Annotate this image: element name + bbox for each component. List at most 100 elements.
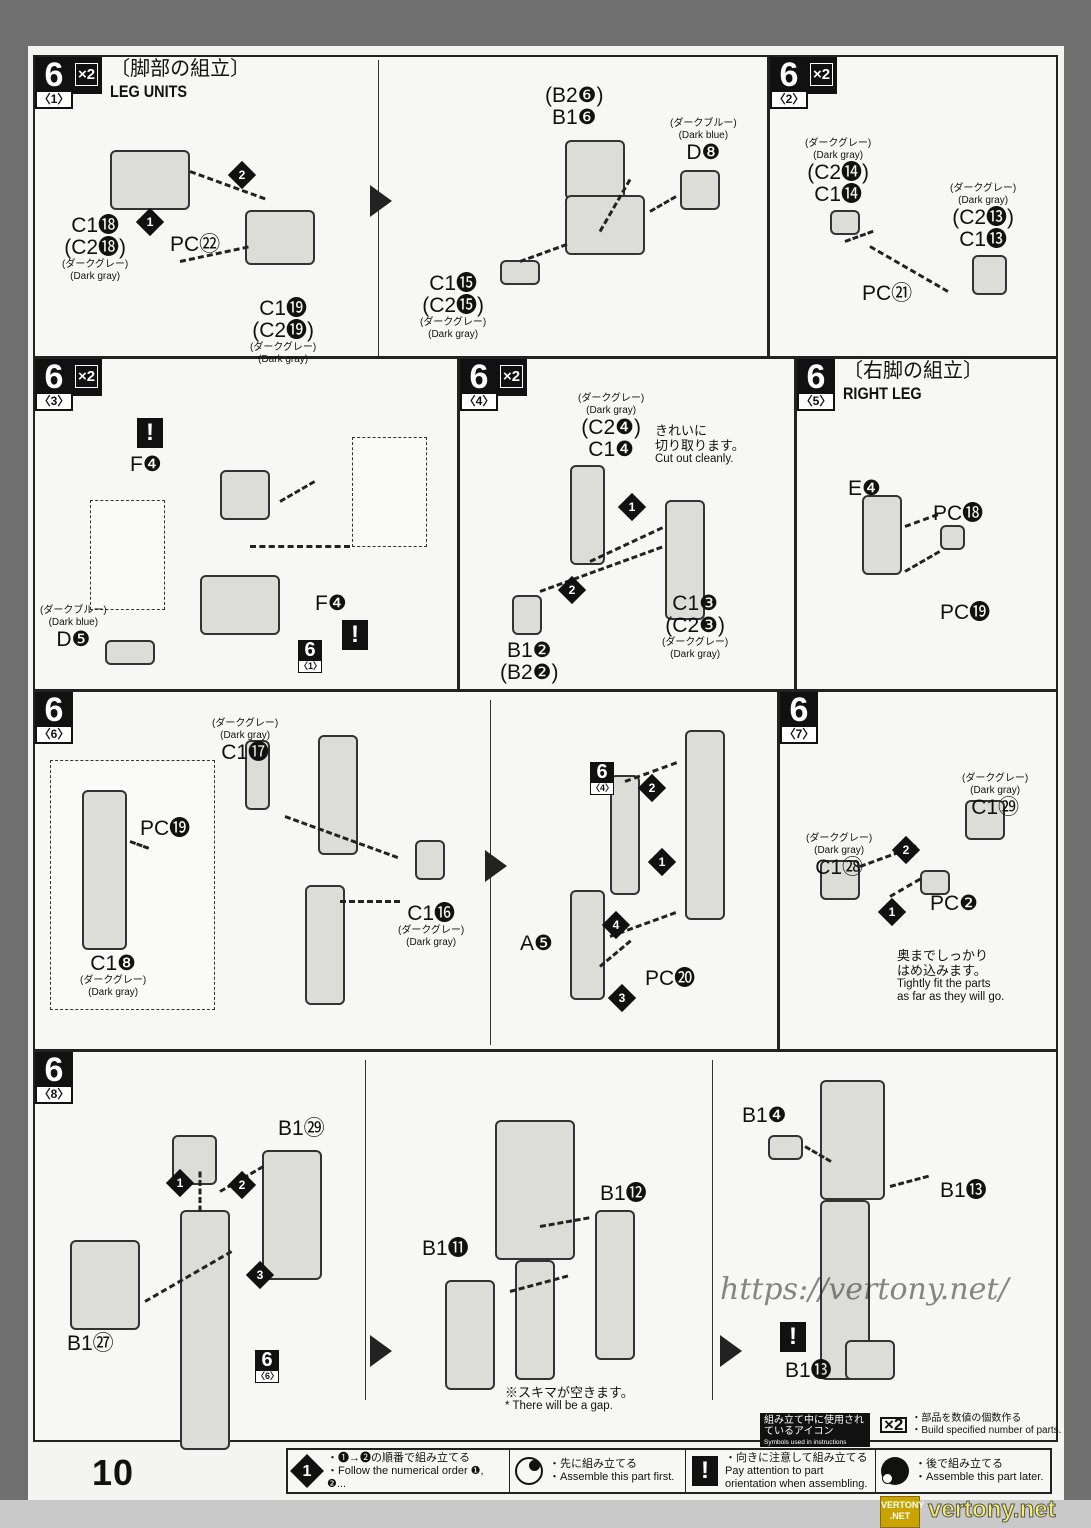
x2-en: ・Build specified number of parts.	[911, 1425, 1062, 1436]
label-subtext: (ダークグレー)	[80, 975, 147, 987]
model-part-illustration	[200, 575, 280, 635]
substep-number: 〈7〉	[781, 726, 817, 743]
next-stage-arrow-icon	[370, 1335, 392, 1367]
legend-en: ・Follow the numerical order ❶, ❷...	[327, 1464, 484, 1490]
label-text: D❽	[686, 141, 721, 164]
model-part-illustration	[318, 735, 358, 855]
label-text: B1❹	[742, 1104, 787, 1127]
part-label: B1❷(B2❷)	[500, 639, 559, 684]
step-order-marker: 3	[245, 1260, 275, 1290]
detail-callout	[352, 437, 427, 547]
legend-jp: ・❶→❷の順番で組み立てる	[327, 1451, 470, 1464]
legend-en: ・Assemble this part first.	[549, 1471, 675, 1483]
label-text: C1❽	[90, 952, 136, 975]
x2-badge: ×2	[73, 359, 103, 396]
step-header: 6〈1〉×2〔脚部の組立〕LEG UNITS	[35, 57, 250, 109]
label-text: PC⓳	[140, 817, 191, 840]
legend-assemble-later: ・後で組み立てる・Assemble this part later.	[876, 1450, 1050, 1492]
label-text: E❹	[848, 477, 881, 500]
model-part-illustration	[940, 525, 965, 550]
model-part-illustration	[845, 1340, 895, 1380]
label-subtext: Cut out cleanly.	[655, 453, 734, 465]
label-text: きれいに	[655, 423, 708, 438]
label-subtext: (ダークグレー)	[806, 833, 873, 844]
label-text: C1⓱	[221, 741, 270, 764]
label-text: B1㉗	[67, 1332, 114, 1355]
step-reference-badge: 6〈6〉	[255, 1349, 280, 1383]
detail-callout	[50, 760, 215, 1010]
section-title-en: LEG UNITS	[110, 82, 188, 101]
step-order-marker: 4	[601, 910, 631, 940]
label-text: A❺	[520, 932, 553, 955]
part-label: B1❹	[742, 1104, 787, 1127]
label-subtext: (Dark gray)	[670, 649, 721, 661]
step-number: 6〈2〉	[770, 57, 808, 109]
watermark-url: https://vertony.net/	[720, 1272, 1009, 1307]
x2-icon: ×2	[880, 1416, 908, 1433]
label-text: (C2⓯)	[422, 294, 485, 318]
label-text: (C2⓲)	[64, 236, 127, 260]
part-label: F❹	[315, 592, 347, 615]
label-subtext: (ダークグレー)	[950, 183, 1017, 194]
label-text: PC⓴	[645, 967, 696, 990]
substep-number: 〈6〉	[36, 726, 72, 743]
step-header: 6〈7〉	[780, 692, 818, 744]
label-subtext: (ダークブルー)	[670, 118, 737, 129]
step-header: 6〈3〉×2	[35, 359, 103, 411]
label-text: C1⓲	[71, 214, 120, 237]
model-part-illustration	[570, 465, 605, 565]
label-text: C1㉙	[971, 796, 1020, 819]
step-number: 6〈3〉	[35, 359, 73, 411]
part-label: B1㉗	[67, 1332, 114, 1355]
label-text: ※スキマが空きます。	[505, 1385, 634, 1400]
substep-number: 〈8〉	[36, 1086, 72, 1103]
label-subtext: (Dark blue)	[678, 130, 729, 141]
label-text: (C2❸)	[665, 614, 725, 638]
label-text: PC⓲	[933, 502, 984, 525]
label-subtext: (Dark gray)	[586, 405, 637, 416]
step-header: 6〈8〉	[35, 1052, 73, 1104]
step-number: 6〈1〉	[35, 57, 73, 109]
step-header: 6〈5〉〔右脚の組立〕RIGHT LEG	[797, 359, 983, 411]
assembly-arrow	[340, 900, 400, 903]
symbols-jp: 組み立て中に使用されているアイコン	[764, 1415, 864, 1437]
legend-jp: ・向きに注意して組み立てる	[725, 1451, 868, 1464]
label-subtext: (Dark gray)	[958, 195, 1009, 206]
part-label: C1⓯(C2⓯)(ダークグレー)(Dark gray)	[420, 272, 486, 341]
part-label: (ダークブルー)(Dark blue)D❺	[40, 605, 107, 651]
label-subtext: (ダークグレー)	[398, 925, 465, 937]
part-label: PC⓴	[645, 967, 696, 990]
step-number: 6〈6〉	[35, 692, 73, 744]
model-part-illustration	[180, 1210, 230, 1450]
label-text: 奥までしっかり	[897, 948, 989, 963]
model-part-illustration	[110, 150, 190, 210]
section-title-en: RIGHT LEG	[843, 384, 922, 403]
part-label: A❺	[520, 932, 553, 955]
model-part-illustration	[768, 1135, 803, 1160]
assemble-later-icon	[880, 1456, 910, 1486]
step-panel	[768, 55, 1058, 358]
label-text: B1⓭	[940, 1179, 987, 1202]
step-order-marker: 2	[637, 773, 667, 803]
detail-callout	[90, 500, 165, 610]
model-part-illustration	[830, 210, 860, 235]
model-part-illustration	[495, 1120, 575, 1260]
part-label: C1⓲(C2⓲)(ダークグレー)(Dark gray)	[62, 214, 129, 283]
numbered-diamond-icon: 1	[290, 1454, 324, 1488]
label-text: B1⓫	[422, 1237, 469, 1260]
assemble-first-icon	[514, 1456, 544, 1486]
step-number: 6〈5〉	[797, 359, 835, 411]
label-text: (B2❻)	[545, 84, 604, 107]
label-subtext: (ダークグレー)	[212, 718, 279, 729]
watermark-logo: VERTONY .NET	[880, 1496, 924, 1528]
label-subtext: (Dark blue)	[48, 617, 99, 628]
label-subtext: (Dark gray)	[258, 354, 309, 366]
label-subtext: (ダークグレー)	[962, 773, 1029, 784]
model-part-illustration	[515, 1260, 555, 1380]
part-label: E❹	[848, 477, 881, 500]
part-label: C1❽(ダークグレー)(Dark gray)	[80, 952, 147, 999]
step-order-marker: 3	[607, 983, 637, 1013]
x2-legend: ×2 ・部品を数値の個数作る・Build specified number of…	[880, 1413, 1061, 1437]
label-subtext: (ダークグレー)	[62, 259, 129, 271]
model-part-illustration	[500, 260, 540, 285]
